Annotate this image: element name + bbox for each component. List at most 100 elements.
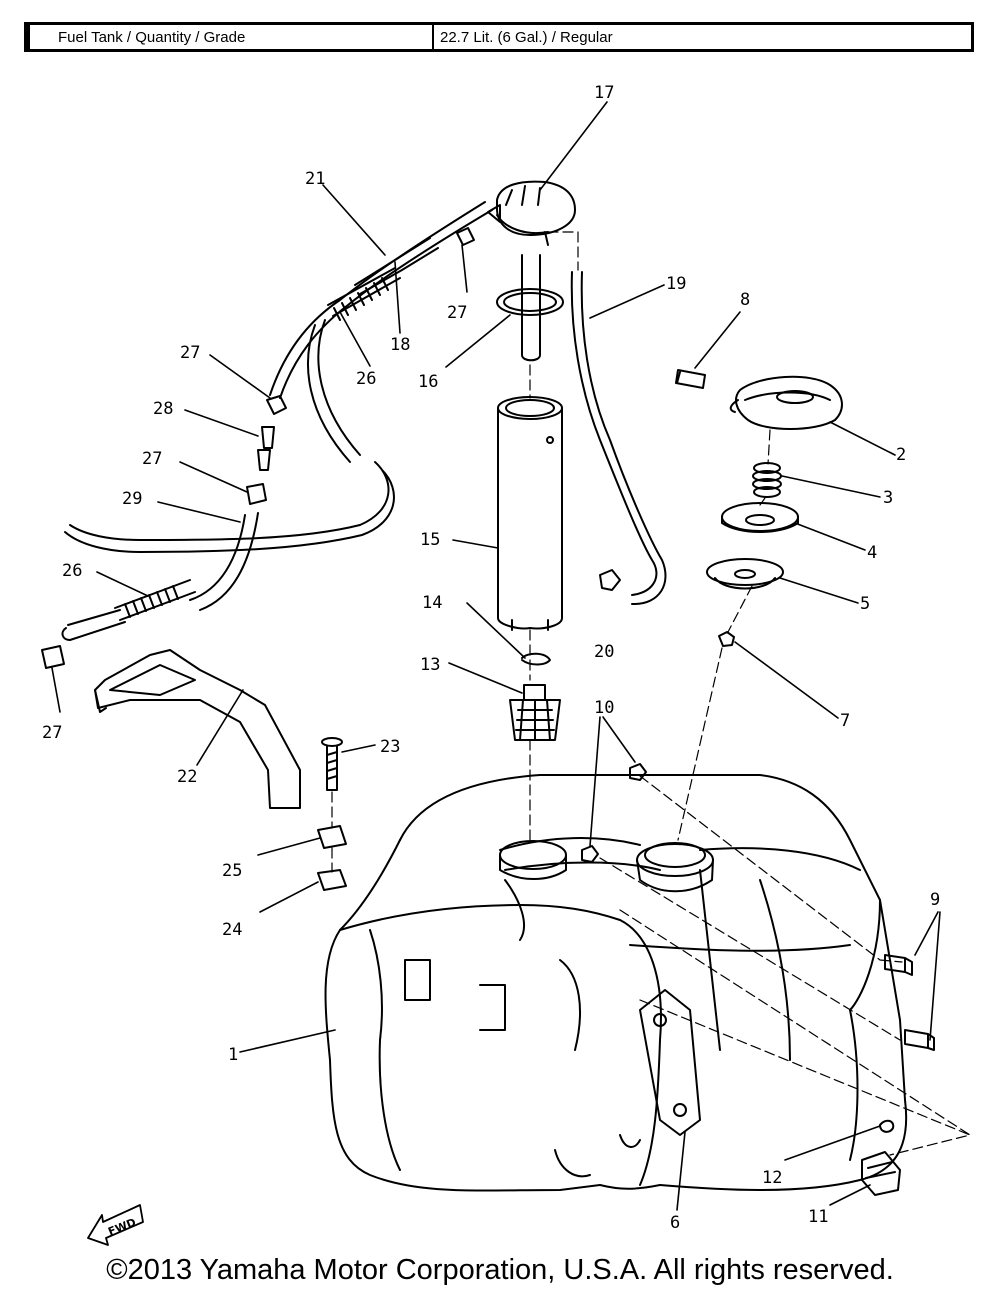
leader-22 bbox=[196, 689, 244, 766]
clip-12 bbox=[879, 1119, 895, 1133]
leader-4 bbox=[794, 522, 866, 551]
callout-25: 25 bbox=[222, 861, 242, 881]
filter-clip bbox=[521, 652, 551, 666]
callout-24: 24 bbox=[222, 920, 242, 940]
leader-19 bbox=[589, 284, 665, 319]
leader-27-c bbox=[51, 667, 61, 713]
sending-unit-head bbox=[487, 180, 576, 246]
callout-27-top: 27 bbox=[447, 303, 467, 323]
callout-21: 21 bbox=[305, 169, 325, 189]
callout-2: 2 bbox=[896, 445, 906, 465]
fitting-27-bottom bbox=[41, 645, 65, 669]
callout-23: 23 bbox=[380, 737, 400, 757]
hose-lower bbox=[61, 609, 126, 641]
cushion-11 bbox=[861, 1151, 901, 1196]
callout-22: 22 bbox=[177, 767, 197, 787]
spacer-25 bbox=[317, 825, 347, 849]
spring-guard-lower bbox=[114, 579, 196, 621]
spec-table: Fuel Tank / Quantity / Grade 22.7 Lit. (… bbox=[24, 22, 974, 52]
suction-pipe bbox=[497, 396, 563, 631]
callout-18: 18 bbox=[390, 335, 410, 355]
leader-5 bbox=[779, 577, 859, 604]
callout-26-lower: 26 bbox=[62, 561, 82, 581]
leader-29 bbox=[157, 501, 241, 523]
cap-plate bbox=[721, 502, 799, 533]
leader-10 bbox=[589, 716, 636, 847]
nut-10-a bbox=[629, 763, 647, 781]
leader-27-top bbox=[461, 244, 468, 293]
callout-27-b: 27 bbox=[142, 449, 162, 469]
fuel-tank bbox=[324, 774, 908, 1192]
copyright-notice: ©2013 Yamaha Motor Corporation, U.S.A. A… bbox=[106, 1254, 894, 1286]
leader-26-upper bbox=[339, 311, 371, 367]
bolt-9 bbox=[884, 954, 935, 1051]
callout-28: 28 bbox=[153, 399, 173, 419]
leader-27-b bbox=[179, 461, 248, 493]
callout-17: 17 bbox=[594, 83, 614, 103]
callout-27-a: 27 bbox=[180, 343, 200, 363]
callout-5: 5 bbox=[860, 594, 870, 614]
cap-gasket bbox=[706, 558, 784, 590]
leader-11 bbox=[829, 1184, 871, 1206]
callout-13: 13 bbox=[420, 655, 440, 675]
leader-27-a bbox=[209, 354, 271, 399]
spec-key: Fuel Tank / Quantity / Grade bbox=[30, 25, 434, 49]
leader-24 bbox=[259, 881, 319, 913]
fitting-27-top bbox=[266, 395, 287, 415]
leader-23 bbox=[341, 744, 376, 753]
leader-8 bbox=[694, 311, 741, 369]
leader-12 bbox=[784, 1125, 881, 1161]
nut-10-b bbox=[581, 845, 599, 863]
dash-bottom bbox=[619, 909, 971, 1156]
sending-unit-stem bbox=[521, 254, 541, 362]
leader-17 bbox=[539, 101, 608, 191]
callout-11: 11 bbox=[808, 1207, 828, 1227]
dash-bolts bbox=[599, 775, 903, 1041]
callout-12: 12 bbox=[762, 1168, 782, 1188]
hose-clamp-20 bbox=[599, 569, 621, 591]
callout-27-c: 27 bbox=[42, 723, 62, 743]
leader-13 bbox=[448, 662, 523, 694]
leader-26-lower bbox=[96, 571, 149, 597]
callout-3: 3 bbox=[883, 488, 893, 508]
cap-pin bbox=[675, 369, 706, 389]
leader-28 bbox=[184, 409, 259, 437]
callout-7: 7 bbox=[840, 711, 850, 731]
hose-18 bbox=[354, 237, 439, 295]
collar-24 bbox=[317, 869, 347, 891]
callout-15: 15 bbox=[420, 530, 440, 550]
callout-9: 9 bbox=[930, 890, 940, 910]
callout-19: 19 bbox=[666, 274, 686, 294]
fitting-27-upper bbox=[456, 227, 475, 246]
callout-8: 8 bbox=[740, 290, 750, 310]
callout-10: 10 bbox=[594, 698, 614, 718]
fitting-27-mid bbox=[246, 483, 267, 505]
leader-1 bbox=[239, 1029, 336, 1053]
cap-spring bbox=[752, 462, 782, 498]
fuel-cap bbox=[729, 375, 843, 430]
leader-7 bbox=[734, 641, 839, 719]
spring-guard-upper bbox=[327, 267, 401, 321]
hose-vent bbox=[307, 319, 361, 463]
leader-15 bbox=[452, 539, 499, 549]
leader-25 bbox=[257, 837, 321, 856]
hose-vent-lower bbox=[64, 461, 395, 553]
leader-18 bbox=[394, 261, 401, 334]
leader-3 bbox=[781, 475, 881, 498]
bolt-23 bbox=[321, 737, 343, 791]
leader-6 bbox=[676, 1131, 686, 1211]
fitting-28 bbox=[257, 426, 275, 471]
callout-14: 14 bbox=[422, 593, 442, 613]
lock-ring bbox=[496, 288, 564, 316]
callout-20: 20 bbox=[594, 642, 614, 662]
callout-16: 16 bbox=[418, 372, 438, 392]
tank-bracket bbox=[94, 649, 301, 809]
leader-16 bbox=[445, 314, 511, 368]
fwd-arrow: FWD bbox=[87, 1204, 144, 1246]
dash-head bbox=[547, 231, 579, 271]
dash-axis-cap bbox=[677, 429, 771, 841]
callout-26-upper: 26 bbox=[356, 369, 376, 389]
leader-2 bbox=[829, 421, 896, 456]
cap-nut bbox=[718, 631, 735, 647]
parts-diagram: 1 2 3 4 5 6 7 8 9 10 11 12 13 14 15 16 1… bbox=[0, 60, 1000, 1250]
